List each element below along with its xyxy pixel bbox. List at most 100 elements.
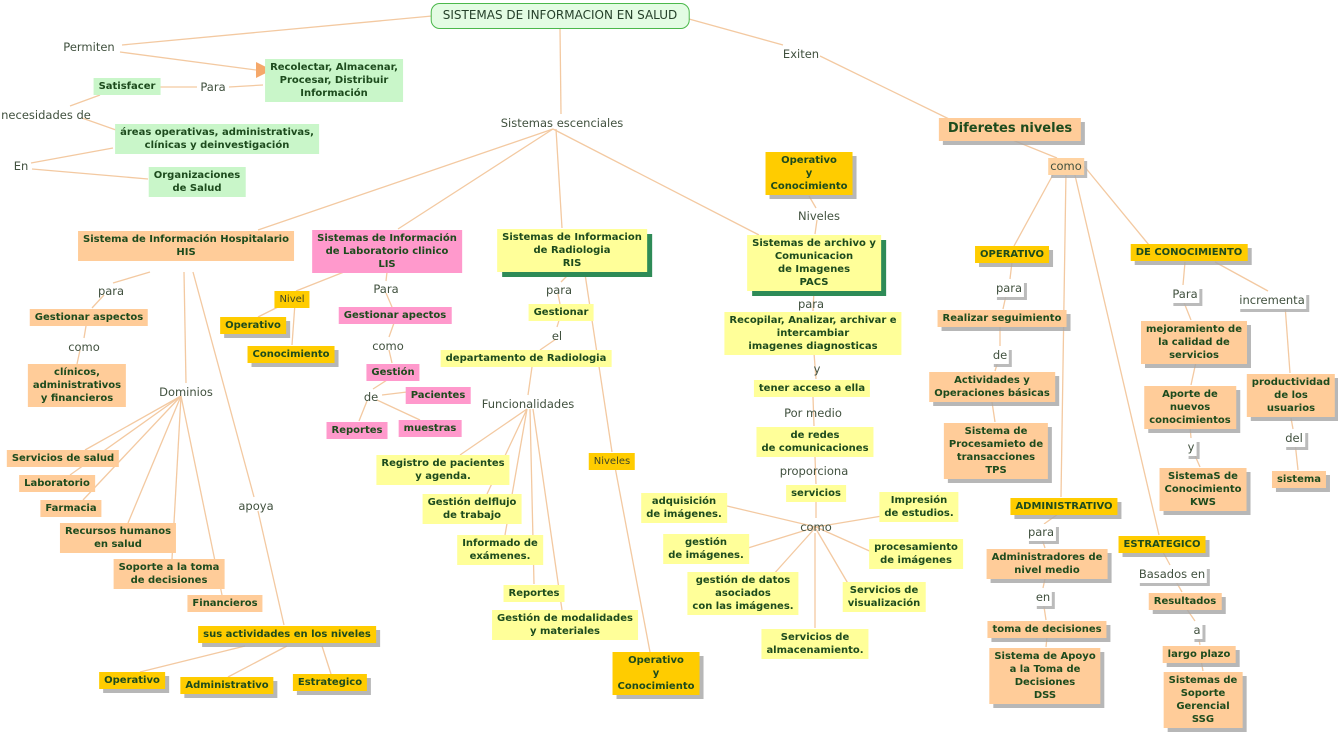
box-resultados[interactable]: Resultados [1148, 593, 1222, 610]
box-sus-actividades[interactable]: sus actividades en los niveles [198, 626, 376, 643]
box-recolectar[interactable]: Recolectar, Almacenar, Procesar, Distrib… [265, 59, 403, 102]
box-niveles-ris[interactable]: Niveles [588, 453, 636, 470]
box-gestion-imagenes[interactable]: gestión de imágenes. [663, 534, 749, 564]
box-administradores[interactable]: Administradores de nivel medio [986, 549, 1108, 579]
label-en-top[interactable]: En [13, 159, 29, 173]
box-soporte-toma[interactable]: Soporte a la toma de decisiones [113, 559, 225, 589]
label-y-conocimiento[interactable]: y [1185, 439, 1197, 456]
label-de-lis[interactable]: de [363, 390, 379, 404]
box-laboratorio[interactable]: Laboratorio [19, 475, 95, 492]
label-para-conocimiento[interactable]: Para [1170, 286, 1200, 303]
box-sistema[interactable]: sistema [1271, 471, 1327, 488]
box-redes-comunicaciones[interactable]: de redes de comunicaciones [756, 427, 874, 457]
box-administrativo-r[interactable]: ADMINISTRATIVO [1010, 498, 1118, 515]
box-recursos-humanos[interactable]: Recursos humanos en salud [59, 523, 177, 553]
box-diferetes-niveles[interactable]: Diferetes niveles [938, 118, 1082, 141]
box-toma-decisiones[interactable]: toma de decisiones [987, 621, 1107, 638]
box-servicios-almacenamiento[interactable]: Servicios de almacenamiento. [761, 629, 869, 659]
box-servicios-pacs[interactable]: servicios [786, 485, 846, 502]
box-dss[interactable]: Sistema de Apoyo a la Toma de Decisiones… [989, 648, 1101, 704]
box-gestionar-apectos[interactable]: Gestionar apectos [338, 307, 452, 324]
label-para-operativo[interactable]: para [993, 280, 1025, 297]
box-gestion-flujo[interactable]: Gestión delflujo de trabajo [422, 494, 522, 524]
label-dominios[interactable]: Dominios [159, 385, 213, 399]
label-proporciona[interactable]: proporciona [779, 464, 849, 478]
box-gestionar-aspectos[interactable]: Gestionar aspectos [29, 309, 149, 326]
box-reportes-lis[interactable]: Reportes [326, 422, 388, 439]
box-reportes-ris[interactable]: Reportes [503, 585, 565, 602]
label-exiten[interactable]: Exiten [782, 47, 820, 61]
label-como-pacs[interactable]: como [800, 520, 832, 534]
label-funcionalidades[interactable]: Funcionalidades [481, 397, 575, 411]
label-niveles-pacs[interactable]: Niveles [798, 209, 840, 223]
label-a[interactable]: a [1191, 622, 1203, 639]
box-realizar-seguimiento[interactable]: Realizar seguimiento [937, 310, 1067, 327]
box-farmacia[interactable]: Farmacia [40, 500, 102, 517]
box-procesamiento-imagenes[interactable]: procesamiento de imágenes [869, 539, 963, 569]
box-gestion-modalidades[interactable]: Gestión de modalidades y materiales [492, 610, 638, 640]
box-conocimiento-nivel[interactable]: Conocimiento [247, 346, 335, 363]
box-operativo-nivel-r[interactable]: OPERATIVO [975, 246, 1049, 263]
box-informado-examenes[interactable]: Informado de exámenes. [457, 535, 543, 565]
box-estrategico-his[interactable]: Estrategico [292, 674, 368, 691]
box-operativo-his[interactable]: Operativo [99, 672, 165, 689]
box-administrativo-his[interactable]: Administrativo [180, 677, 274, 694]
label-para-ris[interactable]: para [545, 283, 573, 297]
box-operativo-conocimiento-pacs[interactable]: Operativo y Conocimiento [765, 152, 853, 195]
box-gestion-lis[interactable]: Gestión [366, 364, 420, 381]
box-gestionar-ris[interactable]: Gestionar [528, 304, 594, 321]
box-organizaciones-salud[interactable]: Organizaciones de Salud [148, 167, 246, 197]
label-como-lis[interactable]: como [372, 339, 404, 353]
label-basados-en[interactable]: Basados en [1136, 566, 1208, 583]
label-permiten[interactable]: Permiten [63, 40, 115, 54]
box-tener-acceso[interactable]: tener acceso a ella [753, 380, 871, 397]
box-impresion-estudios[interactable]: Impresión de estudios. [879, 492, 959, 522]
box-tps[interactable]: Sistema de Procesamieto de transacciones… [943, 423, 1049, 479]
box-servicios-salud[interactable]: Servicios de salud [6, 450, 120, 467]
box-de-conocimiento[interactable]: DE CONOCIMIENTO [1130, 244, 1248, 261]
box-largo-plazo[interactable]: largo plazo [1162, 646, 1236, 663]
box-muestras[interactable]: muestras [398, 420, 462, 437]
label-el-ris[interactable]: el [551, 329, 563, 343]
label-y-pacs[interactable]: y [813, 362, 821, 376]
label-de-operativo[interactable]: de [990, 347, 1010, 364]
label-como-his[interactable]: como [68, 340, 100, 354]
label-por-medio[interactable]: Por medio [784, 406, 842, 420]
label-apoya[interactable]: apoya [238, 499, 274, 513]
root-title[interactable]: SISTEMAS DE INFORMACION EN SALUD [430, 3, 690, 29]
box-operativo-nivel[interactable]: Operativo [220, 317, 286, 334]
box-registro-pacientes[interactable]: Registro de pacientes y agenda. [376, 455, 510, 485]
label-para-pacs[interactable]: para [797, 297, 825, 311]
box-adquisicion-imagenes[interactable]: adquisición de imágenes. [641, 493, 727, 523]
box-nivel[interactable]: Nivel [274, 291, 310, 308]
box-ssg[interactable]: Sistemas de Soporte Gerencial SSG [1163, 672, 1243, 728]
box-mejoramiento-calidad[interactable]: mejoramiento de la calidad de servicios [1140, 321, 1248, 364]
label-sistemas-escenciales[interactable]: Sistemas escenciales [500, 116, 624, 130]
box-ris[interactable]: Sistemas de Informacion de Radiologia RI… [497, 229, 647, 272]
label-para-lis[interactable]: Para [373, 282, 399, 296]
label-para-top[interactable]: Para [200, 80, 226, 94]
box-clinicos[interactable]: clínicos, administrativos y financieros [27, 364, 127, 407]
label-incrementa[interactable]: incrementa [1237, 292, 1307, 309]
box-estrategico-r[interactable]: ESTRATEGICO [1118, 536, 1206, 553]
box-productividad-usuarios[interactable]: productividad de los usuarios [1246, 374, 1336, 417]
label-para-administrativo[interactable]: para [1025, 524, 1057, 541]
box-pacs[interactable]: Sistemas de archivo y Comunicacion de Im… [747, 235, 881, 291]
box-lis[interactable]: Sistemas de Información de Laboratorio c… [312, 230, 462, 273]
box-actividades-operaciones[interactable]: Actividades y Operaciones básicas [929, 372, 1055, 402]
box-operativo-conocimiento-ris[interactable]: Operativo y Conocimiento [612, 652, 700, 695]
box-financieros[interactable]: Financieros [187, 595, 263, 612]
box-servicios-visualizacion[interactable]: Servicios de visualización [842, 582, 926, 612]
label-para-his[interactable]: para [97, 284, 125, 298]
box-his[interactable]: Sistema de Información Hospitalario HIS [78, 231, 294, 261]
box-pacientes[interactable]: Pacientes [405, 387, 471, 404]
box-aporte-conocimientos[interactable]: Aporte de nuevos conocimientos [1144, 386, 1236, 429]
label-en-administrativo[interactable]: en [1033, 589, 1053, 606]
box-areas-operativas[interactable]: áreas operativas, administrativas, clíni… [115, 124, 319, 154]
box-gestion-datos[interactable]: gestión de datos asociados con las imáge… [687, 572, 799, 615]
label-necesidades-de[interactable]: necesidades de [1, 108, 91, 122]
box-recopilar[interactable]: Recopilar, Analizar, archivar e intercam… [724, 312, 902, 355]
label-del[interactable]: del [1283, 430, 1305, 447]
label-como-niveles[interactable]: como [1048, 158, 1084, 175]
box-departamento-radiologia[interactable]: departamento de Radiologia [440, 350, 612, 367]
